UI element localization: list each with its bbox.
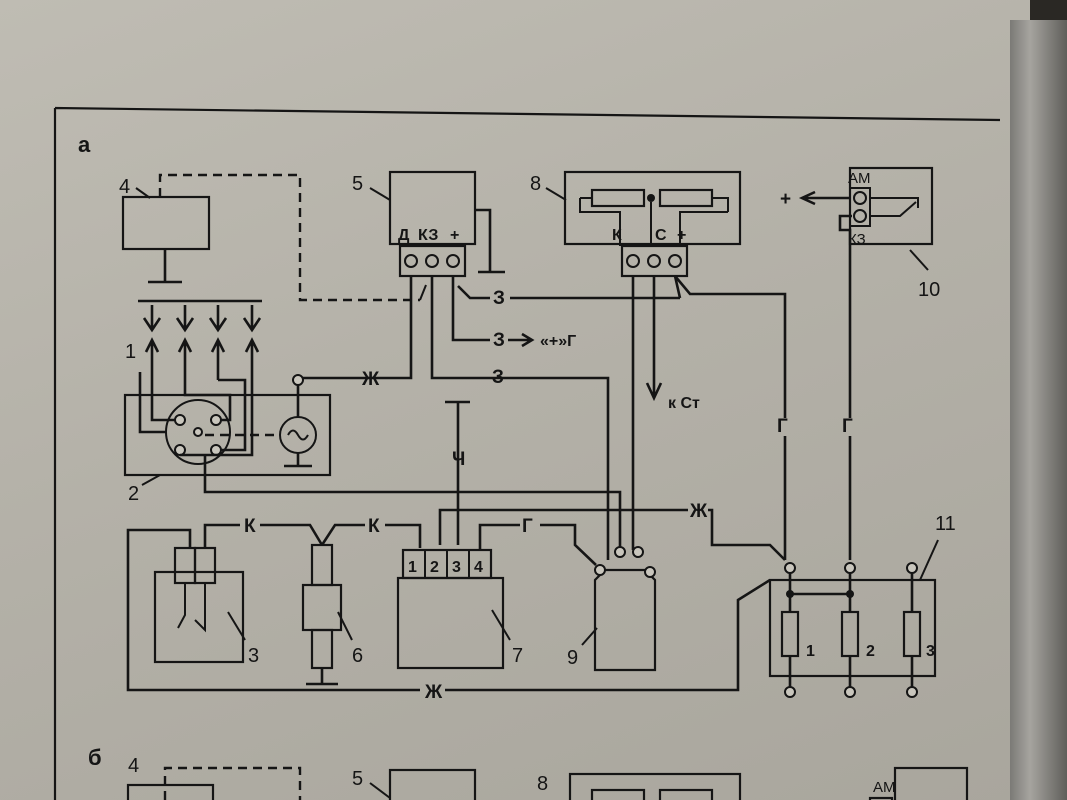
label-4-panel-b: 4 <box>128 755 139 777</box>
component-1-spark-plugs: 1 <box>125 299 262 395</box>
fuse-label-3: 3 <box>926 643 935 660</box>
component-9-ignition-coil: 9 <box>567 546 657 672</box>
fuse-label-1: 1 <box>806 643 815 660</box>
switch10-terminal-am-panel-b: АМ <box>873 779 896 796</box>
relay8-terminal-plus: + <box>677 227 686 244</box>
panel-frame <box>53 106 1001 800</box>
book-page <box>0 0 1030 800</box>
component-4: 4 <box>119 173 420 302</box>
block7-terminal-2: 2 <box>430 559 439 576</box>
block7-terminal-1: 1 <box>408 559 417 576</box>
component-6-sensor: 6 <box>301 543 363 686</box>
wire-label-ch: Ч <box>452 449 465 470</box>
component-8-relay: К С + 8 <box>530 170 742 278</box>
wire-label-zh3: Ж <box>424 682 443 703</box>
label-5-panel-b: 5 <box>352 768 363 790</box>
switch10-terminal-am: АМ <box>848 170 871 187</box>
panel-label-a: а <box>78 132 91 157</box>
wire-z-relay5-to-relay8 <box>457 285 680 300</box>
wire-zh-distributor-to-ignition <box>203 455 622 550</box>
switch10-terminal-kz: КЗ <box>848 231 866 248</box>
wire-g-relay8-to-fuse <box>673 275 787 560</box>
wire-label-z2: З <box>492 367 504 388</box>
label-9: 9 <box>567 647 578 669</box>
label-6: 6 <box>352 645 363 667</box>
wire-k-block3-to-sensor6 <box>203 523 324 548</box>
wire-z-relay5-to-ignition <box>430 276 610 560</box>
wire-label-g1: Г <box>777 416 788 437</box>
block7-terminal-3: 3 <box>452 559 461 576</box>
component-10-ignition-switch: АМ КЗ + 10 <box>780 166 940 301</box>
relay5-terminal-plus: + <box>450 227 459 244</box>
wire-zh-relay5-to-generator <box>303 276 413 380</box>
block7-terminal-4: 4 <box>474 559 483 576</box>
wire-label-k2: К <box>368 516 380 537</box>
wire-k-sensor6-to-block7 <box>320 523 422 548</box>
label-8: 8 <box>530 173 541 195</box>
ground-symbol-wire-ch <box>445 400 470 545</box>
wire-zh-ignition-to-fuse <box>438 508 786 561</box>
component-11-fuse-block: 1 2 3 11 <box>768 513 956 698</box>
label-2: 2 <box>128 483 139 505</box>
wire-label-g3: Г <box>522 516 533 537</box>
wire-label-k1: К <box>244 516 256 537</box>
panel-label-b: б <box>88 745 102 770</box>
wire-g-block7-to-ignition <box>478 523 597 566</box>
book-binding <box>1010 20 1067 800</box>
wire-g-switch-to-fuse <box>838 214 852 560</box>
fuse-label-2: 2 <box>866 643 875 660</box>
label-3: 3 <box>248 645 259 667</box>
wire-label-zh2: Ж <box>689 501 708 522</box>
component-7-commutator: 1 2 3 4 7 <box>396 548 523 670</box>
label-8-panel-b: 8 <box>537 773 548 795</box>
annotation-to-st: к Ст <box>668 395 700 412</box>
wire-label-z1: З <box>493 288 505 309</box>
wire-label-zh1: Ж <box>361 369 380 390</box>
label-10: 10 <box>918 279 940 301</box>
annotation-plus: + <box>780 189 791 210</box>
label-5: 5 <box>352 173 363 195</box>
component-5-relay: Д КЗ + 5 <box>352 170 505 301</box>
wire-label-z3: З <box>493 330 505 351</box>
relay8-terminal-c: С <box>655 227 667 244</box>
label-4: 4 <box>119 176 130 198</box>
component-3-switch: 3 <box>153 546 259 667</box>
wire-zh-bottom-loop <box>126 528 771 692</box>
label-1: 1 <box>125 341 136 363</box>
wire-label-g2: Г <box>842 416 853 437</box>
relay5-terminal-d: Д <box>398 227 410 244</box>
label-7: 7 <box>512 645 523 667</box>
annotation-plus-g: «+»Г <box>540 333 576 350</box>
wire-z-relay5-to-plus-g <box>451 276 490 342</box>
wire-relay8-c-to-starter <box>645 276 663 402</box>
label-11: 11 <box>935 513 956 535</box>
relay8-terminal-k: К <box>612 227 622 244</box>
relay5-terminal-kz: КЗ <box>418 227 438 244</box>
component-2-distributor: 2 <box>123 372 332 505</box>
